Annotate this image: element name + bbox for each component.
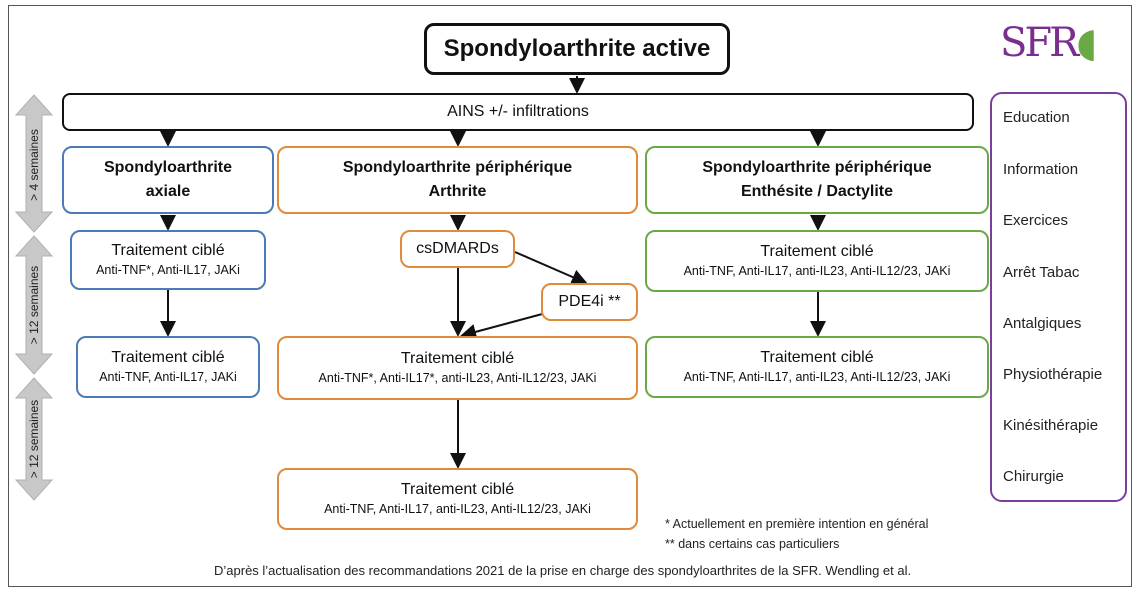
period-arrows — [14, 94, 54, 501]
arthrite-title-line2: Arthrite — [428, 183, 487, 200]
axial-step1-label: Traitement ciblé — [111, 242, 225, 259]
enthesite-step2-label: Traitement ciblé — [760, 349, 874, 366]
side-measures-panel — [990, 92, 1127, 502]
axial-step1: Traitement ciblé Anti-TNF*, Anti-IL17, J… — [70, 230, 266, 290]
side-measure-physiotherapie: Physiothérapie — [1003, 366, 1103, 383]
side-measure-kinesitherapie: Kinésithérapie — [1003, 417, 1099, 434]
ains-label: AINS +/- infiltrations — [447, 103, 589, 120]
side-measure-arret-tabac: Arrêt Tabac — [1003, 264, 1080, 281]
arthrite-title-line1: Spondyloarthrite périphérique — [342, 159, 573, 176]
pde4i-box: PDE4i ** — [541, 283, 638, 321]
leaf-icon: ◖ — [1076, 20, 1097, 66]
side-measure-chirurgie: Chirurgie — [1003, 468, 1064, 485]
axial-title-line2: axiale — [145, 183, 191, 200]
arthrite-step2-label: Traitement ciblé — [400, 481, 515, 498]
enthesite-step2: Traitement ciblé Anti-TNF, Anti-IL17, an… — [645, 336, 989, 398]
csdmards-box: csDMARDs — [400, 230, 515, 268]
axial-step1-drugs: Anti-TNF*, Anti-IL17, JAKi — [96, 263, 240, 277]
period-label-2: > 12 semaines — [27, 265, 41, 345]
sfr-logo: SFR◖ — [1000, 20, 1097, 66]
axial-step2: Traitement ciblé Anti-TNF, Anti-IL17, JA… — [76, 336, 260, 398]
enthesite-step1-drugs: Anti-TNF, Anti-IL17, anti-IL23, Anti-IL1… — [683, 264, 951, 278]
footnote-star: * Actuellement en première intention en … — [665, 517, 929, 531]
csdmards-label: csDMARDs — [416, 240, 499, 257]
ains-box: AINS +/- infiltrations — [62, 93, 974, 131]
page-title: Spondyloarthrite active — [424, 23, 730, 75]
side-measure-antalgiques: Antalgiques — [1003, 315, 1082, 332]
enthesite-step1: Traitement ciblé Anti-TNF, Anti-IL17, an… — [645, 230, 989, 292]
axial-step2-label: Traitement ciblé — [111, 349, 225, 366]
axial-title-line1: Spondyloarthrite — [103, 159, 232, 176]
enthesite-title-line2: Enthésite / Dactylite — [740, 183, 894, 200]
axial-step2-drugs: Anti-TNF, Anti-IL17, JAKi — [99, 370, 237, 384]
enthesite-step1-label: Traitement ciblé — [760, 243, 874, 260]
side-measure-exercices: Exercices — [1003, 212, 1069, 229]
enthesite-header: Spondyloarthrite périphérique Enthésite … — [645, 146, 989, 214]
side-measure-information: Information — [1003, 161, 1079, 178]
arthrite-header: Spondyloarthrite périphérique Arthrite — [277, 146, 638, 214]
arthrite-step1-drugs: Anti-TNF*, Anti-IL17*, anti-IL23, Anti-I… — [318, 371, 597, 385]
enthesite-title-line1: Spondyloarthrite périphérique — [702, 159, 932, 176]
arthrite-step1-label: Traitement ciblé — [400, 350, 515, 367]
source-citation: D’après l’actualisation des recommandati… — [214, 563, 912, 578]
enthesite-step2-drugs: Anti-TNF, Anti-IL17, anti-IL23, Anti-IL1… — [683, 370, 951, 384]
pde4i-label: PDE4i ** — [558, 293, 621, 310]
period-label-3: > 12 semaines — [27, 399, 41, 479]
arthrite-step2-drugs: Anti-TNF, Anti-IL17, anti-IL23, Anti-IL1… — [324, 502, 591, 516]
diagram-frame — [8, 5, 1132, 587]
period-label-1: > 4 semaines — [27, 129, 41, 201]
arthrite-step1: Traitement ciblé Anti-TNF*, Anti-IL17*, … — [277, 336, 638, 400]
arthrite-step2: Traitement ciblé Anti-TNF, Anti-IL17, an… — [277, 468, 638, 530]
footnote-double-star: ** dans certains cas particuliers — [665, 537, 840, 551]
side-measure-education: Education — [1003, 109, 1070, 126]
axial-header: Spondyloarthrite axiale — [62, 146, 274, 214]
